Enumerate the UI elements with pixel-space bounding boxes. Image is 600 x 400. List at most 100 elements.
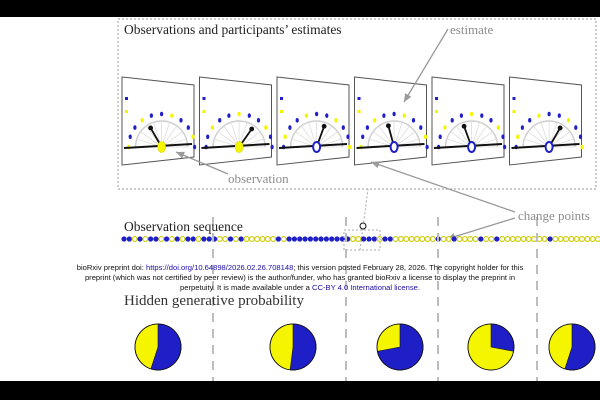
sequence-dot-yellow [552, 236, 559, 242]
history-dot [193, 144, 197, 150]
change-points-label: change points [518, 208, 590, 223]
probability-section-title: Hidden generative probability [124, 293, 304, 309]
estimates-section-title: Observations and participants’ estimates [124, 22, 342, 37]
estimate-panels [121, 76, 584, 166]
history-dot [348, 144, 352, 150]
history-dot [283, 134, 287, 140]
sequence-dot-yellow [403, 236, 410, 242]
sequence-dot-yellow [504, 236, 511, 242]
observation-token [312, 141, 322, 153]
history-dot [496, 125, 500, 130]
observation-label: observation [228, 171, 289, 186]
observation-token [467, 141, 477, 153]
figure-page: Observations and participants’ estimates… [0, 17, 600, 381]
history-dot [325, 113, 329, 118]
sequence-dot-yellow [419, 236, 426, 242]
history-dot [503, 144, 507, 150]
side-cue [435, 110, 438, 113]
sequence-dot-blue [318, 236, 324, 242]
estimate-marker [557, 125, 563, 131]
sequence-dot-blue [323, 236, 329, 242]
sequence-dot-blue [547, 236, 553, 242]
panel-3 [276, 76, 352, 166]
observation-arrow [175, 151, 229, 175]
side-cue [357, 110, 361, 113]
side-cue [202, 97, 206, 100]
sequence-dot-yellow [472, 236, 479, 242]
sequence-section-title: Observation sequence [124, 219, 243, 234]
history-dot [365, 125, 370, 130]
pie-outline [467, 323, 515, 371]
sequence-dot-blue [371, 236, 377, 242]
history-dot [480, 113, 484, 118]
sequence-dot-blue [238, 236, 244, 242]
sequence-dot-yellow [355, 236, 362, 242]
sequence-dot-yellow [563, 236, 569, 242]
panel-6 [509, 76, 584, 166]
history-dot [382, 113, 386, 118]
sequence-dot-yellow [595, 236, 600, 242]
change-point-arrow-1 [370, 161, 516, 213]
history-dot [206, 134, 210, 140]
sequence-dot-blue [291, 236, 298, 242]
estimate-marker [249, 126, 255, 132]
pie-blue-slice [289, 323, 317, 371]
history-dot [334, 118, 338, 123]
diagram-canvas [117, 18, 600, 381]
panel-1 [121, 76, 197, 166]
estimate-marker [386, 123, 391, 129]
sequence-dot-yellow [461, 236, 468, 242]
history-dot [520, 125, 525, 130]
observation-token [234, 141, 244, 153]
sequence-dot-yellow [515, 236, 522, 242]
estimate-marker [148, 125, 154, 131]
side-cue [512, 110, 516, 113]
history-dot [227, 113, 231, 118]
history-dot [160, 111, 164, 117]
notice-prefix: bioRxiv preprint doi: [76, 263, 146, 272]
sequence-dot-blue [366, 236, 372, 242]
notice-line-3: perpetuity. It is made available under a… [0, 283, 600, 293]
history-dot [128, 134, 132, 140]
sequence-dot-yellow [568, 236, 575, 242]
sequence-dot-blue [387, 236, 393, 242]
sequence-dot-blue [494, 236, 500, 242]
history-dot [423, 134, 428, 140]
history-dot [191, 134, 195, 140]
sequence-dot-blue [313, 236, 319, 242]
history-dot [419, 125, 423, 130]
history-dot [578, 134, 583, 140]
sequence-dot-yellow [168, 236, 175, 242]
history-dot [247, 113, 251, 118]
history-dot [489, 118, 493, 123]
history-dot [268, 134, 273, 140]
side-cue [202, 110, 206, 113]
history-dot [459, 113, 464, 118]
sequence-dot-yellow [509, 236, 516, 242]
pie-outline [269, 323, 317, 371]
sequence-dot-yellow [557, 236, 564, 242]
history-dot [341, 125, 345, 130]
change-point-lines [212, 217, 538, 381]
notice-line3-start: perpetuity. It is made available under a [180, 283, 310, 292]
sequence-dot-yellow [397, 236, 404, 242]
history-dot [361, 134, 365, 140]
sequence-dot-blue [190, 236, 196, 242]
current-observation-box [343, 229, 381, 251]
pie-outline [548, 323, 596, 371]
history-dot [237, 111, 241, 117]
sequence-dot-yellow [483, 236, 490, 242]
sequence-dot-blue [297, 236, 303, 242]
license-link[interactable]: CC-BY 4.0 International license [312, 283, 418, 292]
annotations [175, 28, 516, 251]
sequence-dot-yellow [216, 236, 223, 242]
sequence-dot-blue [286, 236, 292, 242]
doi-link[interactable]: https://doi.org/10.64898/2026.02.26.7081… [145, 263, 294, 272]
notice-line-2: preprint (which was not certified by pee… [84, 273, 516, 282]
history-dot [186, 125, 190, 130]
sequence-dot-yellow [531, 236, 538, 242]
sequence-dot-blue [174, 236, 180, 242]
sequence-dot-yellow [499, 236, 506, 242]
notice-line3-end: . [417, 283, 420, 292]
pie-outline [376, 323, 424, 371]
